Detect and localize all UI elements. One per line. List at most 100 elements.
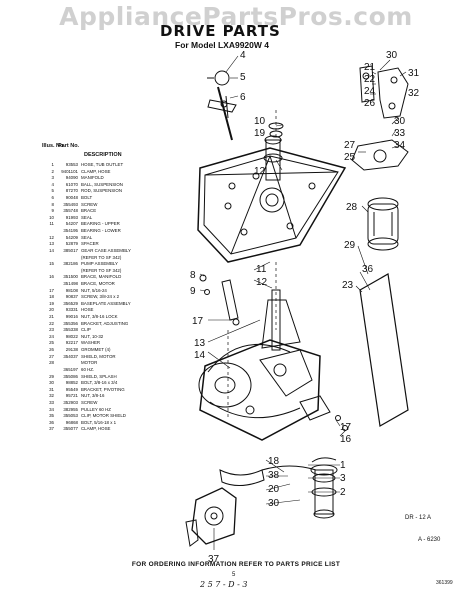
col-header-part: Part No. <box>58 143 80 149</box>
pivoting-bracket <box>377 67 409 119</box>
description: BEARING - LOWER <box>81 228 121 234</box>
description: CLIP <box>81 327 91 333</box>
bolt-small <box>199 274 348 431</box>
callout-24: 24 <box>364 86 376 97</box>
bolt-top <box>225 95 229 119</box>
callout-32: 32 <box>408 88 420 99</box>
description: WASHER <box>81 340 101 346</box>
part-no: 354037 <box>63 353 78 359</box>
illus-no: 34 <box>49 406 54 412</box>
illus-no: 30 <box>49 380 54 386</box>
callout-2: 2 <box>340 487 346 498</box>
part-no: 99016 <box>65 314 78 320</box>
part-no: 94090 <box>65 175 78 181</box>
callout-6: 6 <box>240 92 246 103</box>
description: NUT, 3/8-16 <box>81 393 105 399</box>
description: BRACE, MANIFOLD <box>81 274 122 280</box>
description: MANIFOLD <box>81 175 104 181</box>
description: SCREW <box>81 201 98 207</box>
callout-20: 20 <box>268 484 280 495</box>
callout-25: 25 <box>344 152 356 163</box>
illus-no: 15 <box>49 261 54 267</box>
part-no: 355053 <box>63 413 78 419</box>
callout-16: 16 <box>340 434 352 445</box>
part-no: 87270 <box>65 188 78 194</box>
table-row: (REFER TO SF 342) <box>42 268 182 275</box>
description: BEARING - UPPER <box>81 221 120 227</box>
illus-no: 9 <box>51 208 54 214</box>
callout-5: 5 <box>240 72 246 83</box>
description: SHIELD, MOTOR <box>81 353 116 359</box>
illus-no: 20 <box>49 307 54 313</box>
callout-19: 19 <box>254 128 266 139</box>
splash-shield <box>359 273 409 427</box>
callout-28: 28 <box>346 202 358 213</box>
page-title: DRIVE PARTS <box>160 22 281 40</box>
description: NUT, 5/16-24 <box>81 287 107 293</box>
illus-no: 11 <box>49 221 54 227</box>
description: BALL, SUSPENSION <box>81 181 123 187</box>
description: BRACKET, PIVOTING <box>81 386 125 392</box>
callout-38: 38 <box>268 470 280 481</box>
part-no: 52879 <box>65 241 78 247</box>
description: PUMP ASSEMBLY <box>81 261 118 267</box>
part-no: 98108 <box>65 287 78 293</box>
description: HOSE <box>81 307 94 313</box>
ordering-notice: FOR ORDERING INFORMATION REFER TO PARTS … <box>131 561 341 568</box>
part-no: 54209 <box>65 234 78 240</box>
illus-no: 17 <box>49 287 54 293</box>
description: SEAL <box>81 214 93 220</box>
description: SCREW <box>81 399 98 405</box>
illus-no: 1 <box>51 162 54 167</box>
part-no: 355077 <box>63 426 78 432</box>
description: CLAMP, HOSE <box>81 426 111 432</box>
description: NUT, 10-32 <box>81 333 104 339</box>
illus-no: 27 <box>49 353 54 359</box>
handwritten-code: 2 5 7 - D - 3 <box>200 580 248 589</box>
part-no: 351500 <box>63 274 78 280</box>
motor-brace <box>221 279 239 321</box>
callout-10: 10 <box>254 116 266 127</box>
gear-case-assembly <box>198 289 321 441</box>
col-header-description: DESCRIPTION <box>84 152 122 158</box>
callout-31: 31 <box>408 68 420 79</box>
part-no: 355338 <box>63 327 78 333</box>
description: MOTOR <box>81 360 98 366</box>
description: 60 HZ. <box>81 366 95 372</box>
illus-no: 28 <box>49 360 54 366</box>
part-no: 29138 <box>65 347 78 353</box>
part-no: 355086 <box>63 373 78 379</box>
callout-18: 18 <box>268 456 280 467</box>
part-no: 61070 <box>65 181 78 187</box>
part-no: 385017 <box>63 247 78 253</box>
illus-no: 35 <box>49 413 54 419</box>
part-no: 98852 <box>65 380 78 386</box>
illus-no: 19 <box>49 300 54 306</box>
pump-assembly <box>185 487 237 547</box>
illus-no: 33 <box>49 399 54 405</box>
illus-no: 10 <box>49 214 54 220</box>
part-no: 95721 <box>65 393 78 399</box>
watermark: AppliancePartsPros.com <box>59 2 413 31</box>
adjusting-bracket <box>359 65 375 103</box>
suspension-ball <box>207 70 230 86</box>
description: SCREW, 3/8-24 x 2 <box>81 294 120 300</box>
part-no: 93553 <box>65 162 78 167</box>
description: BOLT, 3/8-16 x 3/4 <box>81 380 118 386</box>
